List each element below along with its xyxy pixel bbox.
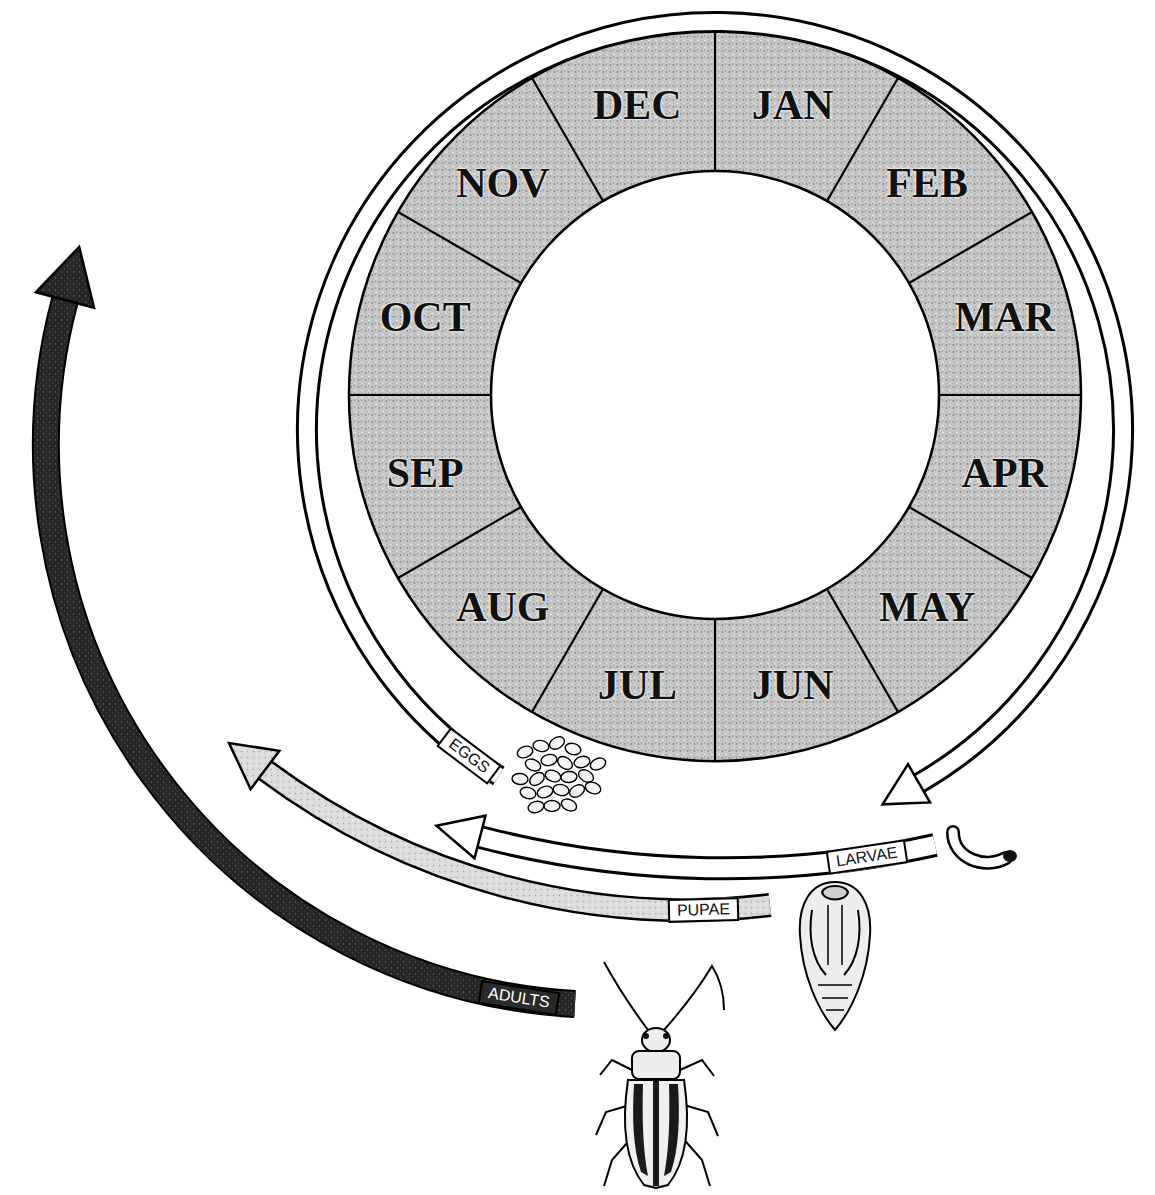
- larva-figure: [953, 832, 1017, 863]
- month-divider: [939, 394, 1081, 396]
- beetle-eye: [663, 1033, 669, 1039]
- pupa-segments: [818, 985, 852, 1010]
- month-ring: [349, 29, 1081, 761]
- egg: [532, 739, 550, 753]
- ring-band: [349, 29, 1081, 761]
- stage-name: PUPAE: [677, 900, 731, 919]
- month-label: SEP: [387, 452, 464, 494]
- month-dividers: [349, 29, 1081, 761]
- beetle-elytra: [625, 1080, 687, 1188]
- pupa-wing-pad: [811, 910, 826, 975]
- stage-tag: LARVAE: [826, 839, 908, 875]
- arrow-head: [229, 743, 279, 789]
- stage-tag: ADULTS: [478, 980, 561, 1016]
- egg: [544, 801, 560, 812]
- arrow-band-outline: [46, 300, 575, 1004]
- beetle-head: [642, 1028, 670, 1052]
- egg: [519, 786, 537, 801]
- eggs-arrow: [307, 22, 1123, 804]
- arrow-band-outline: [265, 770, 770, 910]
- month-label: DEC: [593, 84, 682, 126]
- arrow-band-fill: [265, 770, 770, 910]
- adults-arrow: [36, 247, 575, 1004]
- egg: [561, 771, 578, 783]
- egg: [527, 770, 546, 788]
- month-divider: [714, 29, 716, 171]
- month-divider: [349, 394, 491, 396]
- pupa-wing-pad: [844, 910, 859, 975]
- arrow-band-fill: [307, 22, 1123, 783]
- month-label: JUN: [752, 664, 834, 706]
- month-divider: [909, 507, 1032, 578]
- beetle-stripe: [653, 1081, 659, 1186]
- egg: [540, 753, 558, 767]
- egg: [516, 744, 535, 760]
- pupa-figure: [800, 882, 870, 1030]
- month-label: FEB: [886, 162, 968, 204]
- arrow-head: [883, 764, 930, 804]
- egg: [552, 783, 570, 797]
- beetle-pronotum: [632, 1051, 680, 1079]
- egg: [555, 754, 574, 772]
- beetle-leg: [680, 1060, 714, 1076]
- month-divider: [398, 507, 521, 578]
- arrow-band-fill: [46, 300, 575, 1004]
- egg: [584, 780, 603, 796]
- egg: [564, 742, 582, 757]
- month-label: AUG: [456, 586, 549, 628]
- beetle-eye: [643, 1033, 649, 1039]
- egg: [573, 755, 591, 770]
- egg: [567, 782, 586, 800]
- beetle-stripe: [633, 1084, 648, 1176]
- month-divider: [909, 212, 1032, 283]
- larva-head: [1003, 850, 1017, 862]
- month-label: APR: [962, 452, 1048, 494]
- arrow-head: [436, 816, 485, 859]
- beetle-antenna: [604, 962, 648, 1030]
- pupa-body: [800, 882, 870, 1030]
- stage-tag: EGGS: [436, 727, 502, 785]
- beetle-stripe: [664, 1084, 679, 1176]
- pupa-legs: [828, 905, 842, 965]
- stage-name: ADULTS: [487, 984, 551, 1011]
- month-label: MAR: [955, 296, 1055, 338]
- stage-name: EGGS: [445, 735, 493, 777]
- month-label: JAN: [752, 84, 834, 126]
- egg: [588, 756, 607, 773]
- egg: [544, 768, 563, 784]
- beetle-figure: [596, 962, 724, 1188]
- month-divider: [398, 212, 521, 283]
- egg: [547, 734, 566, 752]
- beetle-antenna: [664, 966, 724, 1030]
- arrow-band-outline: [307, 22, 1123, 783]
- arrow-head: [36, 247, 94, 308]
- larva-body: [953, 832, 1006, 863]
- stage-tag: PUPAE: [668, 897, 740, 923]
- month-label: NOV: [456, 162, 549, 204]
- month-label: JUL: [598, 664, 677, 706]
- egg: [512, 773, 529, 785]
- egg: [559, 797, 578, 814]
- month-divider: [714, 619, 716, 761]
- egg: [523, 757, 542, 774]
- egg: [536, 784, 555, 800]
- stage-name: LARVAE: [835, 844, 899, 871]
- beetle-leg: [684, 1105, 718, 1136]
- egg-cluster: [512, 734, 608, 814]
- month-label: OCT: [380, 296, 471, 338]
- egg: [527, 800, 545, 815]
- larva-body-outline: [953, 832, 1006, 863]
- month-label: MAY: [879, 586, 975, 628]
- pupa-head: [822, 886, 848, 900]
- beetle-leg: [600, 1060, 632, 1075]
